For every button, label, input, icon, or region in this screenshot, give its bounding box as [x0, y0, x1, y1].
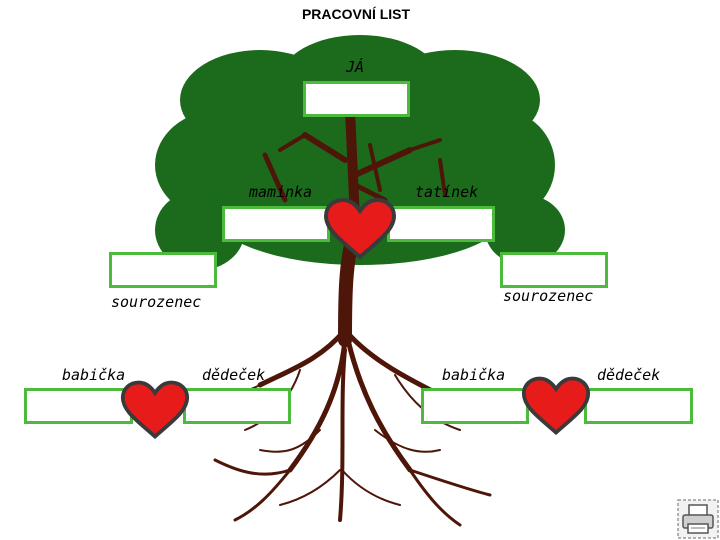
sibling-left-label: sourozenec	[111, 293, 202, 311]
grandfather-left-label: dědeček	[202, 366, 266, 384]
mother-label: maminka	[249, 183, 313, 201]
grandmother-right-label: babička	[442, 366, 506, 384]
sibling-left-box[interactable]	[109, 252, 217, 288]
heart-icon	[323, 197, 397, 260]
grandfather-right-box[interactable]	[584, 388, 693, 424]
mother-box[interactable]	[222, 206, 330, 242]
grandmother-left-label: babička	[62, 366, 126, 384]
grandfather-right-label: dědeček	[597, 366, 661, 384]
me-label: JÁ	[346, 58, 365, 76]
sibling-right-box[interactable]	[500, 252, 608, 288]
printer-icon[interactable]	[677, 499, 719, 539]
page-title: PRACOVNÍ LIST	[301, 6, 411, 22]
grandfather-left-box[interactable]	[183, 388, 291, 424]
sibling-right-label: sourozenec	[503, 287, 594, 305]
grandmother-right-box[interactable]	[421, 388, 529, 424]
grandmother-left-box[interactable]	[24, 388, 133, 424]
father-label: tatínek	[415, 183, 479, 201]
me-box[interactable]	[303, 81, 410, 117]
father-box[interactable]	[387, 206, 495, 242]
heart-icon	[521, 376, 591, 436]
heart-icon	[120, 380, 190, 440]
